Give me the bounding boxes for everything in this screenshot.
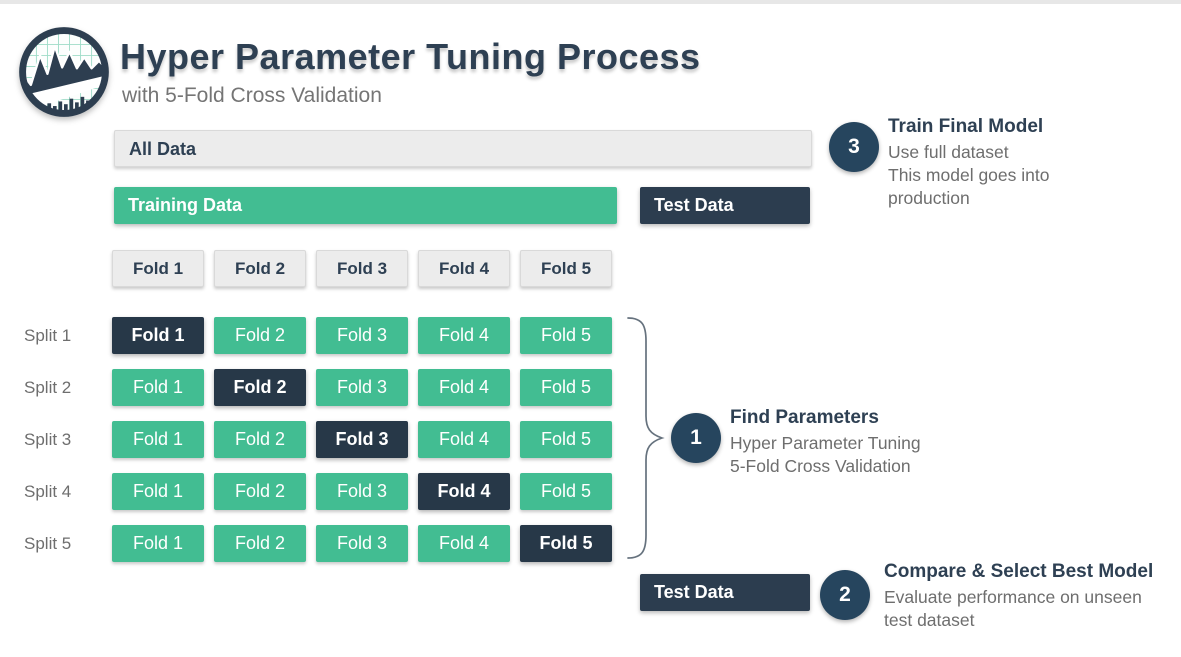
note-title: Train Final Model [888, 116, 1044, 137]
fold-cell: Fold 2 [214, 473, 306, 510]
fold-cell: Fold 2 [214, 317, 306, 354]
note-title: Compare & Select Best Model [884, 561, 1154, 582]
fold-cell-validation: Fold 5 [520, 525, 612, 562]
note-line: Hyper Parameter Tuning [730, 433, 921, 453]
fold-cell: Fold 5 [520, 369, 612, 406]
test-data-bar-bottom: Test Data [640, 574, 810, 611]
fold-cell-validation: Fold 2 [214, 369, 306, 406]
fold-header: Fold 4 [418, 250, 510, 287]
all-data-bar: All Data [114, 130, 812, 167]
note-title: Find Parameters [730, 407, 879, 428]
fold-cell-validation: Fold 4 [418, 473, 510, 510]
note-train-final-model: Train Final Model Use full dataset This … [888, 116, 1078, 210]
fold-header: Fold 3 [316, 250, 408, 287]
fold-cell: Fold 3 [316, 473, 408, 510]
note-line: Evaluate performance on unseen test data… [884, 587, 1142, 630]
split-row-4: Split 4 Fold 1 Fold 2 Fold 3 Fold 4 Fold… [24, 473, 612, 510]
fold-cell: Fold 5 [520, 421, 612, 458]
note-line: Use full dataset [888, 142, 1009, 162]
line-chart-logo-icon [19, 27, 109, 117]
fold-header-row: Fold 1 Fold 2 Fold 3 Fold 4 Fold 5 [112, 250, 612, 287]
page-title: Hyper Parameter Tuning Process [120, 36, 701, 77]
fold-cell: Fold 2 [214, 421, 306, 458]
fold-header: Fold 1 [112, 250, 204, 287]
step-circle-3: 3 [829, 122, 879, 172]
split-label: Split 2 [24, 378, 72, 397]
fold-header: Fold 2 [214, 250, 306, 287]
fold-cell: Fold 4 [418, 317, 510, 354]
fold-cell: Fold 3 [316, 317, 408, 354]
fold-cell: Fold 1 [112, 473, 204, 510]
step-circle-2: 2 [820, 570, 870, 620]
split-label: Split 1 [24, 326, 72, 345]
note-compare-select: Compare & Select Best Model Evaluate per… [884, 561, 1164, 632]
fold-cell: Fold 4 [418, 525, 510, 562]
split-row-3: Split 3 Fold 1 Fold 2 Fold 3 Fold 4 Fold… [24, 421, 612, 458]
fold-cell: Fold 5 [520, 317, 612, 354]
top-edge-strip [0, 0, 1181, 4]
note-find-parameters: Find Parameters Hyper Parameter Tuning 5… [730, 407, 960, 478]
split-row-1: Split 1 Fold 1 Fold 2 Fold 3 Fold 4 Fold… [24, 317, 612, 354]
split-label: Split 3 [24, 430, 72, 449]
fold-cell: Fold 1 [112, 421, 204, 458]
test-data-bar-top: Test Data [640, 187, 810, 224]
fold-cell: Fold 4 [418, 421, 510, 458]
split-label: Split 4 [24, 482, 72, 501]
split-label: Split 5 [24, 534, 72, 553]
fold-cell: Fold 1 [112, 369, 204, 406]
curly-brace [627, 317, 665, 559]
fold-cell: Fold 1 [112, 525, 204, 562]
split-row-5: Split 5 Fold 1 Fold 2 Fold 3 Fold 4 Fold… [24, 525, 612, 562]
fold-cell: Fold 2 [214, 525, 306, 562]
note-line: 5-Fold Cross Validation [730, 456, 911, 476]
fold-cell: Fold 3 [316, 525, 408, 562]
training-data-bar: Training Data [114, 187, 617, 224]
note-line: This model goes into production [888, 165, 1050, 208]
split-row-2: Split 2 Fold 1 Fold 2 Fold 3 Fold 4 Fold… [24, 369, 612, 406]
fold-cell-validation: Fold 3 [316, 421, 408, 458]
fold-header: Fold 5 [520, 250, 612, 287]
fold-cell: Fold 3 [316, 369, 408, 406]
page-subtitle: with 5-Fold Cross Validation [122, 84, 382, 107]
fold-cell: Fold 4 [418, 369, 510, 406]
step-circle-1: 1 [671, 413, 721, 463]
fold-cell-validation: Fold 1 [112, 317, 204, 354]
fold-cell: Fold 5 [520, 473, 612, 510]
